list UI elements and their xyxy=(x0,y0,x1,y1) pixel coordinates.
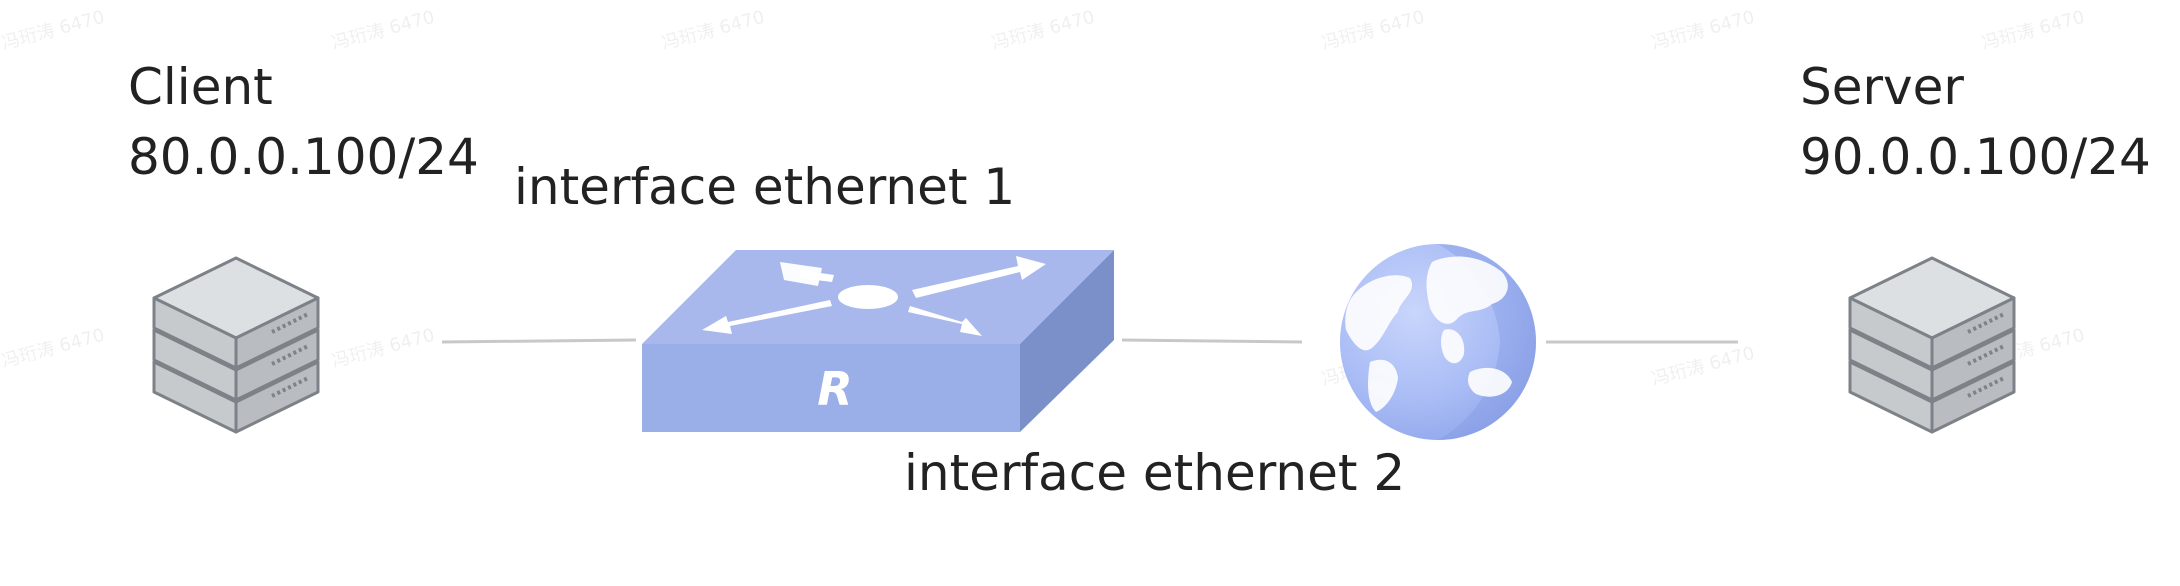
router-label: R xyxy=(817,362,852,416)
router-icon: R xyxy=(642,250,1114,432)
router-arrows-icon xyxy=(702,256,1046,336)
client-server-icon xyxy=(152,256,320,434)
server-name-label: Server xyxy=(1800,58,1964,116)
link-router-internet xyxy=(1121,338,1303,344)
client-name-label: Client xyxy=(128,58,273,116)
interface-ethernet-1-label: interface ethernet 1 xyxy=(514,158,1016,216)
link-client-router xyxy=(441,338,637,344)
server-ip-label: 90.0.0.100/24 xyxy=(1800,128,2151,186)
server-server-icon xyxy=(1848,256,2016,434)
interface-ethernet-2-label: interface ethernet 2 xyxy=(904,444,1406,502)
client-ip-label: 80.0.0.100/24 xyxy=(128,128,479,186)
globe-icon xyxy=(1340,244,1536,440)
